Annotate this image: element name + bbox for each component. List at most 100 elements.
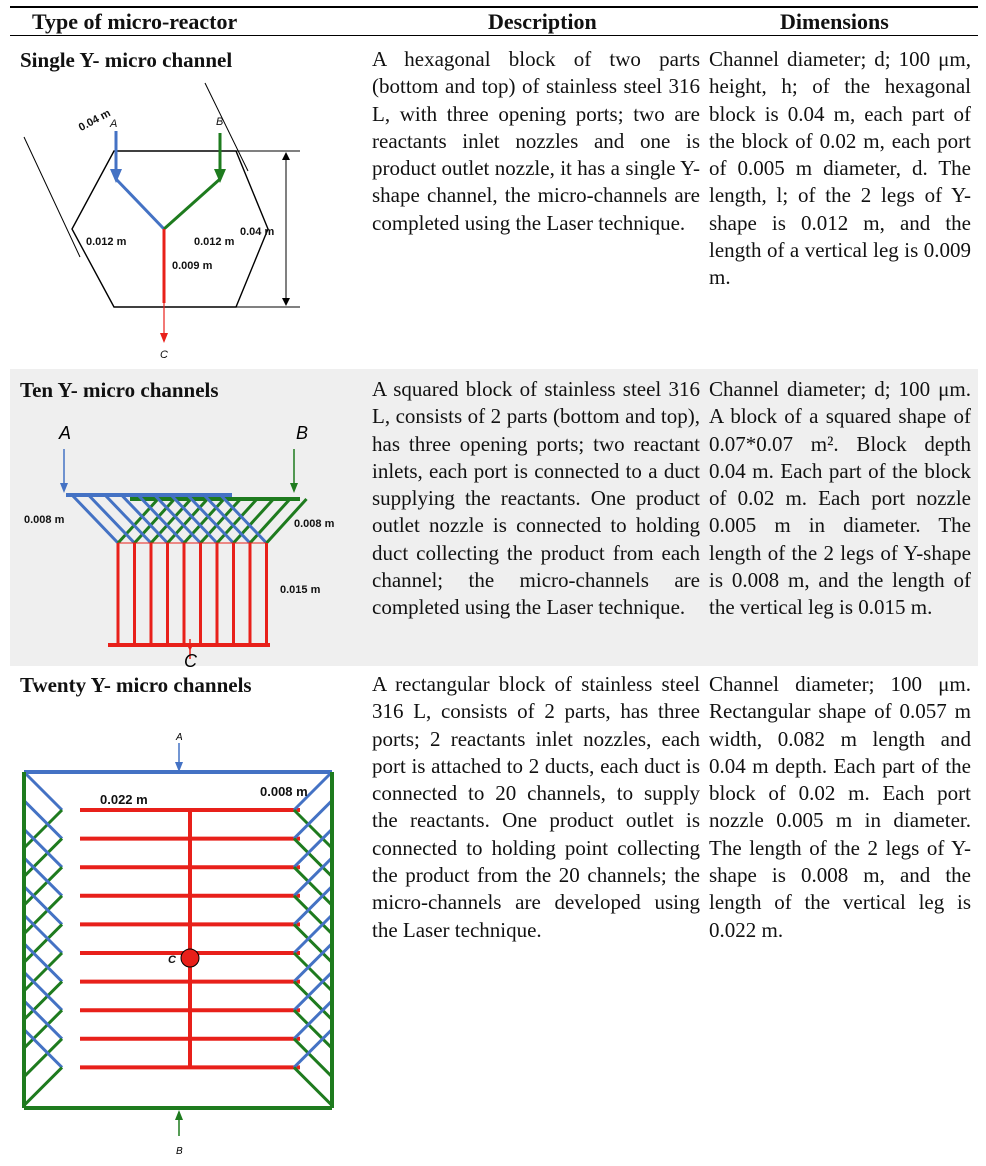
twenty-blue-leg (22, 856, 64, 897)
twenty-green-leg (292, 980, 334, 1021)
twenty-blue-leg (22, 913, 64, 955)
port-a-label: A (109, 118, 117, 130)
twenty-blue-leg (22, 828, 64, 869)
row-title: Single Y- micro channel (20, 48, 233, 72)
ten-blue-leg (186, 493, 235, 545)
ten-blue-leg (87, 493, 136, 545)
twenty-green-leg (22, 866, 64, 907)
height-label: 0.04 m (240, 226, 274, 238)
right-leg-label: 0.008 m (294, 518, 335, 530)
twenty-green-leg (22, 923, 64, 964)
row-title: Twenty Y- micro channels (20, 673, 252, 697)
twenty-y-channels-diagram: A B C 0.008 m 0.022 m (22, 732, 334, 1157)
twenty-blue-leg (292, 999, 334, 1040)
row-dimensions: Channel diameter; d; 100 μm. A block of … (709, 377, 971, 620)
ten-green-leg (149, 497, 193, 545)
twenty-blue-leg (292, 1028, 334, 1069)
ten-green-leg (133, 497, 176, 545)
ten-green-leg (116, 497, 160, 545)
twenty-green-leg (292, 866, 334, 907)
row-description: A hexagonal block of two parts (bottom a… (372, 47, 700, 235)
port-a-label: A (58, 423, 71, 443)
vertical-leg-label: 0.009 m (172, 260, 213, 272)
row-dimensions: Channel diameter; 100 μm. Rectangular sh… (709, 672, 971, 942)
twenty-green-leg (22, 980, 64, 1021)
ten-green-leg (265, 497, 308, 545)
port-a-label: A (175, 732, 183, 743)
twenty-blue-leg (22, 770, 64, 812)
ten-blue-leg (169, 493, 219, 545)
twenty-green-leg (22, 894, 64, 935)
twenty-green-leg (22, 951, 64, 993)
leg-label: 0.008 m (260, 784, 308, 799)
row-description: A rectangular block of stainless steel 3… (372, 672, 700, 942)
twenty-green-leg (292, 837, 334, 878)
port-c-label: C (168, 954, 177, 966)
header-description: Description (488, 9, 597, 34)
twenty-green-leg (292, 1009, 334, 1050)
twenty-blue-leg (22, 971, 64, 1012)
port-c-label: C (184, 651, 198, 669)
twenty-blue-leg (292, 828, 334, 869)
twenty-blue-leg (292, 942, 334, 983)
twenty-green-leg (22, 1037, 64, 1078)
right-leg-label: 0.012 m (194, 236, 235, 248)
twenty-blue-leg (292, 885, 334, 926)
horizontal-label: 0.022 m (100, 792, 148, 807)
top-dim-label: 0.04 m (77, 107, 113, 134)
row-description: A squared block of stainless steel 316 L… (372, 377, 700, 620)
twenty-blue-leg (22, 885, 64, 926)
ten-green-leg (248, 497, 292, 545)
table-header-rule (10, 35, 978, 36)
single-y-channel-diagram: 0.04 m A B 0.012 m 0.012 m 0.04 m 0.009 … (23, 82, 300, 361)
left-leg-label: 0.008 m (24, 514, 65, 526)
twenty-blue-leg (292, 856, 334, 897)
twenty-blue-leg (292, 913, 334, 955)
port-b-label: B (176, 1146, 183, 1157)
twenty-blue-leg (292, 971, 334, 1012)
twenty-green-leg (22, 1009, 64, 1050)
port-b-label: B (216, 116, 223, 128)
header-type: Type of micro-reactor (32, 9, 238, 34)
twenty-blue-leg (22, 999, 64, 1040)
twenty-green-leg (292, 894, 334, 935)
ten-y-channels-diagram: A B 0.008 m 0.008 m 0.015 m (24, 423, 335, 659)
ten-outlet-arrow: C (184, 639, 198, 669)
table-row: Twenty Y- micro channels A rectangular b… (10, 666, 978, 1166)
ten-blue-leg (202, 493, 252, 545)
ten-blue-leg (136, 493, 186, 545)
table-row: Single Y- micro channel A hexagonal bloc… (10, 37, 978, 369)
twenty-green-leg (292, 1037, 334, 1078)
table-row: Ten Y- micro channels A squared block of… (10, 369, 978, 669)
vertical-leg-label: 0.015 m (280, 584, 321, 596)
twenty-blue-leg (22, 942, 64, 983)
twenty-blue-leg (22, 1028, 64, 1069)
ten-blue-leg (120, 493, 169, 545)
table-top-rule (10, 6, 978, 8)
twenty-blue-leg (292, 770, 334, 812)
twenty-green-leg (292, 1066, 334, 1107)
ten-blue-leg (103, 493, 153, 545)
ten-green-leg (232, 497, 275, 545)
twenty-green-leg (22, 1066, 64, 1107)
ten-green-leg (199, 497, 242, 545)
twenty-blue-leg (292, 799, 334, 840)
twenty-green-leg (292, 951, 334, 993)
twenty-green-leg (22, 837, 64, 878)
ten-green-leg (166, 497, 209, 545)
ten-blue-leg (70, 493, 120, 545)
ten-blue-leg (219, 493, 268, 545)
twenty-green-leg (292, 808, 334, 850)
row-dimensions: Channel diameter; d; 100 μm, height, h; … (709, 47, 971, 290)
port-c-label: C (160, 349, 168, 361)
ten-green-leg (182, 497, 226, 545)
twenty-green-leg (22, 808, 64, 850)
ten-blue-leg (153, 493, 202, 545)
row-title: Ten Y- micro channels (20, 378, 219, 402)
twenty-green-leg (292, 923, 334, 964)
left-leg-label: 0.012 m (86, 236, 127, 248)
ten-green-leg (215, 497, 259, 545)
header-dimensions: Dimensions (780, 9, 889, 34)
twenty-blue-leg (22, 799, 64, 840)
port-b-label: B (296, 423, 308, 443)
